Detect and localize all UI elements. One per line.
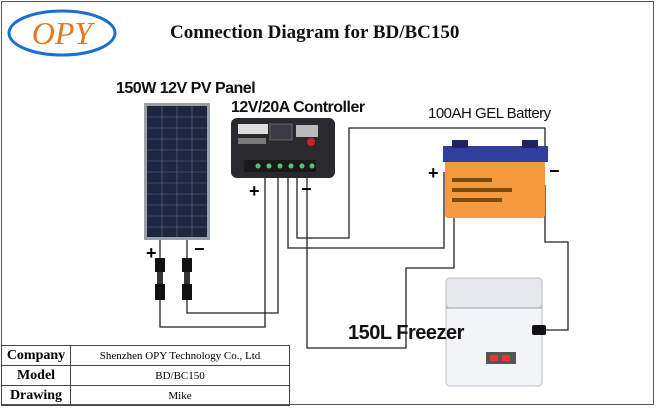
wiring <box>159 127 569 349</box>
info-row-drawing: Drawing Mike <box>1 385 290 406</box>
diagram-title: Connection Diagram for BD/BC150 <box>170 22 460 43</box>
pv-connectors <box>155 258 192 300</box>
freezer-plug <box>532 325 546 335</box>
charge-controller <box>231 118 335 178</box>
battery-plus-sign: + <box>428 163 439 183</box>
controller-label: 12V/20A Controller <box>231 99 365 116</box>
opy-logo: OPY <box>7 9 117 57</box>
freezer-label: 150L Freezer <box>348 322 464 344</box>
gel-battery <box>443 140 548 218</box>
info-key: Company <box>1 345 71 366</box>
info-table: Company Shenzhen OPY Technology Co., Ltd… <box>1 345 290 406</box>
info-key: Model <box>1 365 71 386</box>
info-key: Drawing <box>1 385 71 406</box>
pv-minus-sign: − <box>194 239 205 259</box>
battery-label: 100AH GEL Battery <box>428 105 551 122</box>
pv-panel <box>144 103 210 240</box>
battery-minus-sign: − <box>549 161 560 181</box>
info-row-model: Model BD/BC150 <box>1 365 290 386</box>
chest-freezer <box>445 277 543 387</box>
pv-panel-label: 150W 12V PV Panel <box>116 80 256 97</box>
info-row-company: Company Shenzhen OPY Technology Co., Ltd <box>1 345 290 366</box>
pv-plus-sign: + <box>146 243 157 263</box>
logo-text: OPY <box>32 15 96 51</box>
controller-plus-sign: + <box>249 181 260 201</box>
controller-minus-sign: − <box>301 179 312 199</box>
info-value: Mike <box>70 385 290 406</box>
info-value: Shenzhen OPY Technology Co., Ltd <box>70 345 290 366</box>
info-value: BD/BC150 <box>70 365 290 386</box>
